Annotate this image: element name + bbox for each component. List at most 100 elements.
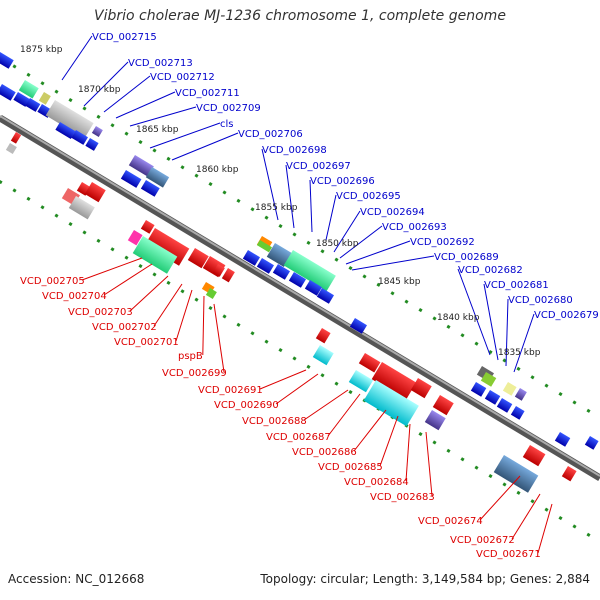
forward-gene-label[interactable]: VCD_002698 <box>262 145 327 156</box>
reverse-gene-label[interactable]: VCD_002701 <box>114 337 179 348</box>
reverse-gene-label[interactable]: VCD_002687 <box>266 432 331 443</box>
forward-gene-label[interactable]: VCD_002695 <box>336 191 401 202</box>
tick-dot <box>152 272 157 277</box>
forward-gene-label[interactable]: VCD_002689 <box>434 252 499 263</box>
reverse-gene-label[interactable]: VCD_002705 <box>20 276 85 287</box>
reverse-gene-label[interactable]: VCD_002672 <box>450 535 515 546</box>
forward-gene-label[interactable]: VCD_002715 <box>92 32 157 43</box>
forward-gene-label[interactable]: VCD_002693 <box>382 222 447 233</box>
gene-block <box>85 137 99 151</box>
forward-gene-label[interactable]: VCD_002680 <box>508 295 573 306</box>
reverse-gene-label[interactable]: VCD_002702 <box>92 322 157 333</box>
reverse-gene-label[interactable]: pspB <box>178 351 203 362</box>
gene-block <box>38 91 51 105</box>
reverse-gene-label[interactable]: VCD_002683 <box>370 492 435 503</box>
tick-dot <box>292 232 297 237</box>
gene-block <box>140 180 160 197</box>
reverse-gene-label[interactable]: VCD_002703 <box>68 307 133 318</box>
tick-dot <box>82 106 87 111</box>
gene-block <box>493 454 539 493</box>
tick-dot <box>488 473 493 479</box>
tick-dot <box>320 373 325 378</box>
reverse-gene-label[interactable]: VCD_002690 <box>214 400 279 411</box>
forward-leader-line <box>309 179 313 233</box>
forward-gene-label[interactable]: VCD_002697 <box>286 161 351 172</box>
forward-gene-label[interactable]: VCD_002713 <box>128 58 193 69</box>
tick-dot <box>544 383 549 388</box>
tick-dot <box>530 499 535 504</box>
reverse-gene-label[interactable]: VCD_002674 <box>418 516 483 527</box>
forward-gene-label[interactable]: VCD_002696 <box>310 176 375 187</box>
gene-block <box>522 445 546 467</box>
tick-dot <box>418 431 423 437</box>
reverse-gene-label[interactable]: VCD_002688 <box>242 416 307 427</box>
reverse-gene-label[interactable]: VCD_002686 <box>292 447 357 458</box>
tick-dot <box>68 98 73 103</box>
chromosome-backbone <box>0 114 600 482</box>
gene-block <box>584 436 599 450</box>
gene-block <box>363 380 419 427</box>
tick-dot <box>502 358 507 363</box>
reverse-gene-label[interactable]: VCD_002685 <box>318 462 383 473</box>
tick-dot <box>124 131 129 136</box>
reverse-gene-label[interactable]: VCD_002684 <box>344 477 409 488</box>
forward-gene-label[interactable]: VCD_002712 <box>150 72 215 83</box>
reverse-gene-label[interactable]: VCD_002691 <box>198 385 263 396</box>
reverse-gene-label[interactable]: VCD_002704 <box>42 291 107 302</box>
tick-dot <box>306 364 311 369</box>
tick-dot <box>320 249 325 254</box>
forward-gene-label[interactable]: VCD_002711 <box>175 88 240 99</box>
forward-gene-label[interactable]: VCD_002694 <box>360 207 425 218</box>
tick-dot <box>194 297 199 302</box>
forward-gene-label[interactable]: VCD_002706 <box>238 129 303 140</box>
forward-leader-line <box>333 210 361 253</box>
kbp-tick-label: 1855 kbp <box>255 203 298 213</box>
forward-gene-label[interactable]: VCD_002692 <box>410 237 475 248</box>
forward-leader-line <box>505 298 509 367</box>
forward-gene-label[interactable]: VCD_002679 <box>534 310 599 321</box>
forward-leader-line <box>339 225 383 259</box>
forward-leader-line <box>457 268 491 356</box>
gene-block <box>312 345 334 366</box>
gene-block <box>45 99 94 139</box>
gene-block <box>424 409 446 431</box>
tick-dot <box>348 266 353 271</box>
forward-leader-line <box>83 61 129 107</box>
tick-dot <box>390 291 395 296</box>
gene-block <box>145 167 170 188</box>
tick-dot <box>334 257 339 262</box>
forward-gene-labels: VCD_002715VCD_002713VCD_002712VCD_002711… <box>92 32 599 321</box>
forward-gene-label[interactable]: VCD_002709 <box>196 103 261 114</box>
reverse-leader-line <box>129 275 169 312</box>
label-leader-lines <box>61 35 553 554</box>
kbp-tick-label: 1865 kbp <box>136 125 179 135</box>
forward-gene-label[interactable]: cls <box>220 119 234 130</box>
gene-block <box>502 382 517 396</box>
tick-dot <box>362 274 367 279</box>
tick-dot <box>208 181 213 187</box>
tick-dot <box>54 89 59 94</box>
reverse-gene-label[interactable]: VCD_002671 <box>476 549 541 560</box>
forward-leader-line <box>171 132 239 161</box>
gene-block <box>256 240 273 253</box>
tick-dot <box>26 72 31 77</box>
kbp-tick-label: 1870 kbp <box>78 85 121 95</box>
gene-block <box>410 378 432 399</box>
kbp-tick-label: 1835 kbp <box>498 348 541 358</box>
reverse-leader-line <box>259 369 307 390</box>
reverse-leader-line <box>175 289 193 342</box>
reverse-leader-line <box>275 373 319 405</box>
gene-block <box>470 381 487 397</box>
tick-dot <box>474 341 479 346</box>
reverse-gene-label[interactable]: VCD_002699 <box>162 368 227 379</box>
forward-gene-label[interactable]: VCD_002681 <box>484 280 549 291</box>
forward-gene-label[interactable]: VCD_002682 <box>458 265 523 276</box>
tick-dot <box>236 198 241 203</box>
reverse-leader-line <box>103 263 153 296</box>
tick-dot <box>82 230 87 235</box>
tick-dot <box>292 356 297 361</box>
gene-features <box>0 52 599 493</box>
gene-block <box>68 195 95 220</box>
